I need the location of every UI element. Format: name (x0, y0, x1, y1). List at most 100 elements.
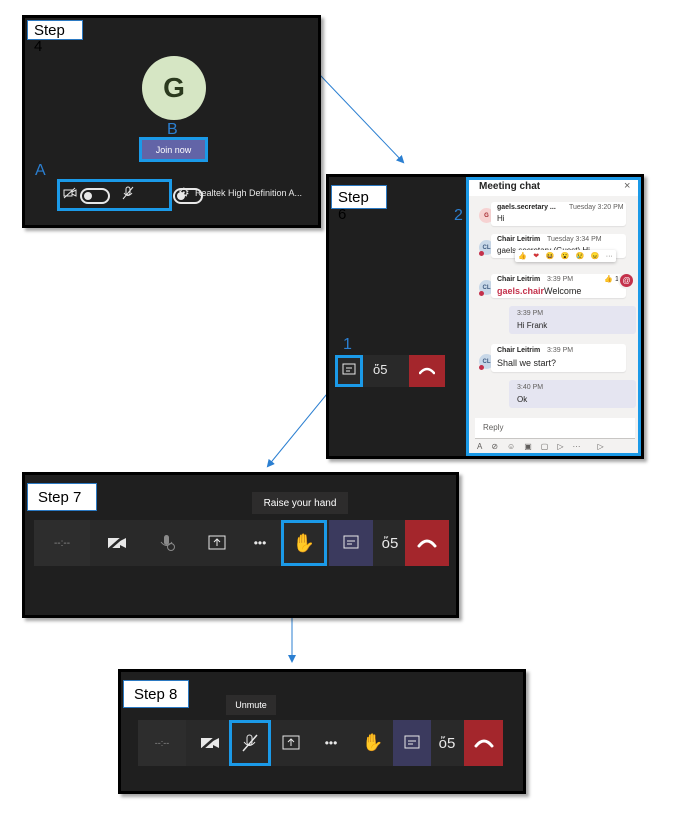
unmute-tooltip: Unmute (226, 695, 276, 715)
heart-reaction-icon[interactable]: ❤ (533, 253, 540, 260)
hang-up-button[interactable] (409, 355, 445, 387)
step8-toolbar: --:-- ••• ✋ ὄ5 (138, 720, 503, 766)
chat-button[interactable] (393, 720, 431, 766)
step4-panel: Step 4 G B Join now A ⚙ Realtek High Def… (22, 15, 321, 228)
meet-icon[interactable]: ▷ (557, 442, 564, 451)
arrow-step4-to-step6 (319, 74, 405, 164)
compose-toolbar: A ⊘ ☺ ▣ ▢ ▷ ··· ▷ (477, 442, 637, 453)
chat-button[interactable] (329, 520, 373, 566)
status-dot (479, 291, 484, 296)
sender-name: gaels.secretary ... (497, 204, 556, 211)
participants-icon: ὄ5 (381, 534, 399, 552)
sticker-icon[interactable]: ▢ (540, 442, 549, 451)
angry-reaction-icon[interactable]: 😠 (590, 253, 600, 260)
sender-name: Chair Leitrim (497, 276, 541, 283)
meeting-chat-pane: Meeting chat × G gaels.secretary ... Tue… (466, 177, 641, 456)
reply-placeholder: Reply (483, 423, 504, 432)
camera-toggle[interactable] (80, 187, 110, 204)
mic-disabled-icon (160, 535, 175, 551)
step6-label: Step 6 (331, 185, 387, 223)
hang-up-button[interactable] (405, 520, 449, 566)
marker-b: B (167, 121, 178, 138)
avatar-letter: G (163, 72, 185, 103)
hang-up-icon (417, 539, 437, 548)
raise-hand-icon: ✋ (362, 733, 384, 752)
surprised-reaction-icon[interactable]: 😮 (560, 253, 570, 260)
step7-label: Step 7 (27, 483, 97, 511)
mic-button[interactable] (144, 520, 190, 566)
emoji-icon[interactable]: ☺ (507, 442, 516, 451)
device-settings-gear-icon[interactable]: ⚙ (178, 185, 190, 200)
message-time: 3:39 PM (547, 347, 574, 354)
step6-panel: Step 6 2 1 ὄ5 Meeting chat × G gaels.sec… (326, 174, 644, 459)
step6-toolbar: ὄ5 (335, 355, 445, 387)
join-now-label: Join now (155, 144, 192, 155)
more-options-icon[interactable]: ··· (605, 252, 613, 260)
chat-message: Chair Leitrim 3:39 PM Shall we start? (491, 344, 626, 372)
chat-icon[interactable] (342, 363, 356, 382)
attach-icon[interactable]: ⊘ (491, 442, 499, 451)
step8-label: Step 8 (123, 680, 189, 708)
mic-off-icon (121, 186, 135, 205)
participants-button[interactable]: ὄ5 (432, 720, 462, 766)
reactions-bar: 👍 ❤ 😆 😮 😢 😠 ··· (515, 250, 616, 262)
av-toggles-highlight (57, 179, 172, 211)
more-actions-button[interactable]: ••• (324, 736, 338, 750)
laugh-reaction-icon[interactable]: 😆 (545, 253, 555, 260)
step7-panel: Step 7 Raise your hand --:-- ••• ✋ ὄ5 (22, 472, 459, 618)
more-icon[interactable]: ··· (572, 442, 581, 451)
share-button[interactable] (272, 720, 310, 766)
message-time: 3:39 PM (547, 276, 574, 283)
mention-text: gaels.chair (497, 286, 545, 296)
mic-toggle[interactable] (173, 187, 204, 204)
unmute-button[interactable] (229, 720, 271, 766)
send-icon[interactable]: ▷ (597, 442, 604, 451)
message-text: Ok (517, 395, 528, 404)
call-timer: --:-- (138, 720, 186, 766)
more-actions-button[interactable]: ••• (253, 536, 267, 550)
step4-label: Step 4 (27, 20, 83, 55)
raise-hand-button[interactable]: ✋ (281, 520, 327, 566)
chat-message: gaels.secretary ... Tuesday 3:20 PM Hi (491, 202, 626, 226)
gif-icon[interactable]: ▣ (524, 442, 532, 451)
camera-off-button[interactable] (190, 720, 230, 766)
like-count: 1 (615, 276, 619, 283)
camera-off-icon (107, 535, 126, 551)
avatar-g: G (479, 208, 494, 223)
participants-icon: ὄ5 (438, 734, 456, 752)
message-time: Tuesday 3:34 PM (547, 236, 602, 243)
participant-avatar: G (142, 56, 206, 120)
marker-2: 2 (454, 207, 463, 224)
raise-hand-icon: ✋ (292, 532, 316, 553)
marker-a: A (35, 162, 46, 179)
sender-name: Chair Leitrim (497, 236, 541, 243)
chat-message: Chair Leitrim 3:39 PM 👍 1 gaels.chair We… (491, 274, 626, 298)
chat-header: Meeting chat × (469, 180, 638, 196)
step8-panel: Step 8 Unmute --:-- ••• ✋ ὄ5 (118, 669, 526, 794)
share-button[interactable] (194, 520, 240, 566)
format-icon[interactable]: A (477, 442, 483, 451)
camera-off-icon (63, 186, 77, 203)
join-now-button[interactable]: Join now (142, 140, 205, 159)
share-screen-icon (208, 535, 226, 550)
status-dot (479, 251, 484, 256)
hang-up-icon (419, 367, 435, 375)
chat-button-highlight (335, 355, 363, 387)
audio-device-label[interactable]: Realtek High Definition A... (195, 188, 303, 198)
raise-hand-button[interactable]: ✋ (354, 720, 392, 766)
sad-reaction-icon[interactable]: 😢 (575, 253, 585, 260)
sender-name: Chair Leitrim (497, 347, 541, 354)
chat-icon (404, 735, 420, 749)
reply-box[interactable]: Reply (475, 418, 635, 439)
chat-close-icon[interactable]: × (624, 180, 631, 192)
camera-off-button[interactable] (94, 520, 140, 566)
hang-up-button[interactable] (464, 720, 503, 766)
participants-button[interactable]: ὄ5 (375, 520, 405, 566)
share-screen-icon (282, 735, 300, 750)
status-dot (479, 365, 484, 370)
call-timer: --:-- (34, 520, 90, 566)
participants-icon[interactable]: ὄ5 (373, 362, 388, 377)
like-count-icon: 👍 (604, 276, 613, 283)
mic-muted-icon (242, 734, 258, 752)
like-reaction-icon[interactable]: 👍 (518, 253, 527, 260)
